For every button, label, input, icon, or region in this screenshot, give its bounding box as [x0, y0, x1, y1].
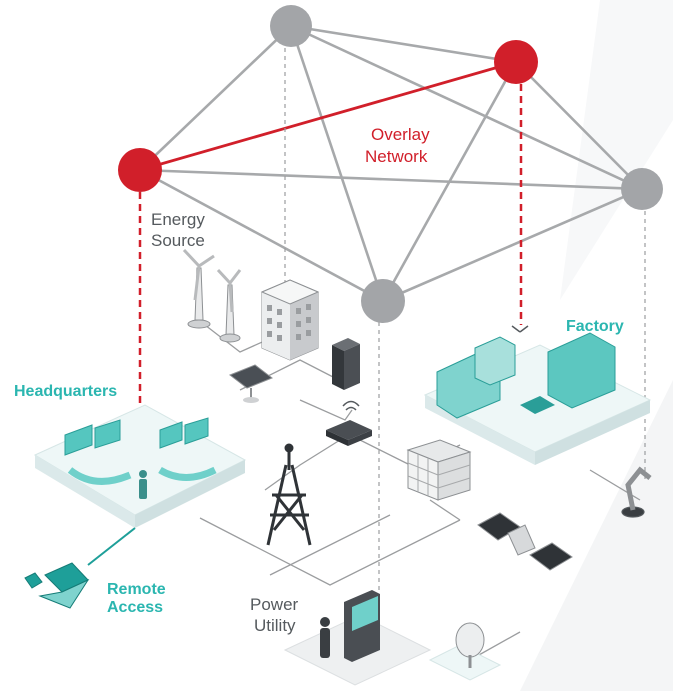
overlay-network-label-line1: Overlay: [371, 125, 430, 144]
building-icon: [260, 279, 320, 361]
firewall-table-icon: [406, 439, 472, 501]
factory-label: Factory: [566, 318, 624, 335]
background-band: [520, 380, 673, 691]
headquarters-scene: [33, 404, 247, 528]
robot-arm-icon: [621, 466, 652, 518]
power-utility-label-line2: Utility: [254, 616, 296, 635]
network-node-top-right: [494, 40, 538, 84]
background-band: [560, 0, 673, 300]
overlay-link: [138, 60, 518, 172]
transmission-tower-icon: [266, 443, 312, 546]
remote-access-label-line1: Remote: [107, 581, 166, 598]
power-utility-label-line1: Power: [250, 595, 299, 614]
remote-access-link: [87, 527, 136, 566]
phone-icon: [24, 572, 43, 589]
headquarters-label: Headquarters: [14, 383, 117, 400]
energy-source-label-line1: Energy: [151, 210, 205, 229]
mesh-links: [138, 24, 644, 303]
laptop-icon: [38, 562, 90, 609]
network-node-left: [118, 148, 162, 192]
network-node-top: [270, 5, 312, 47]
solar-panel-icon: [228, 364, 274, 403]
router-icon: [326, 400, 372, 446]
server-rack-icon: [332, 338, 360, 390]
overlay-network-label-line2: Network: [365, 147, 428, 166]
energy-source-label-line2: Source: [151, 231, 205, 250]
remote-access-label-line2: Access: [107, 599, 163, 616]
network-node-center: [361, 279, 405, 323]
factory-scene: [423, 325, 652, 465]
satellite-dish-icon: [428, 622, 502, 681]
network-node-right: [621, 168, 663, 210]
satellite-icon: [477, 512, 573, 571]
power-utility-scene: [283, 590, 432, 686]
wind-turbine-icon: [182, 248, 242, 343]
